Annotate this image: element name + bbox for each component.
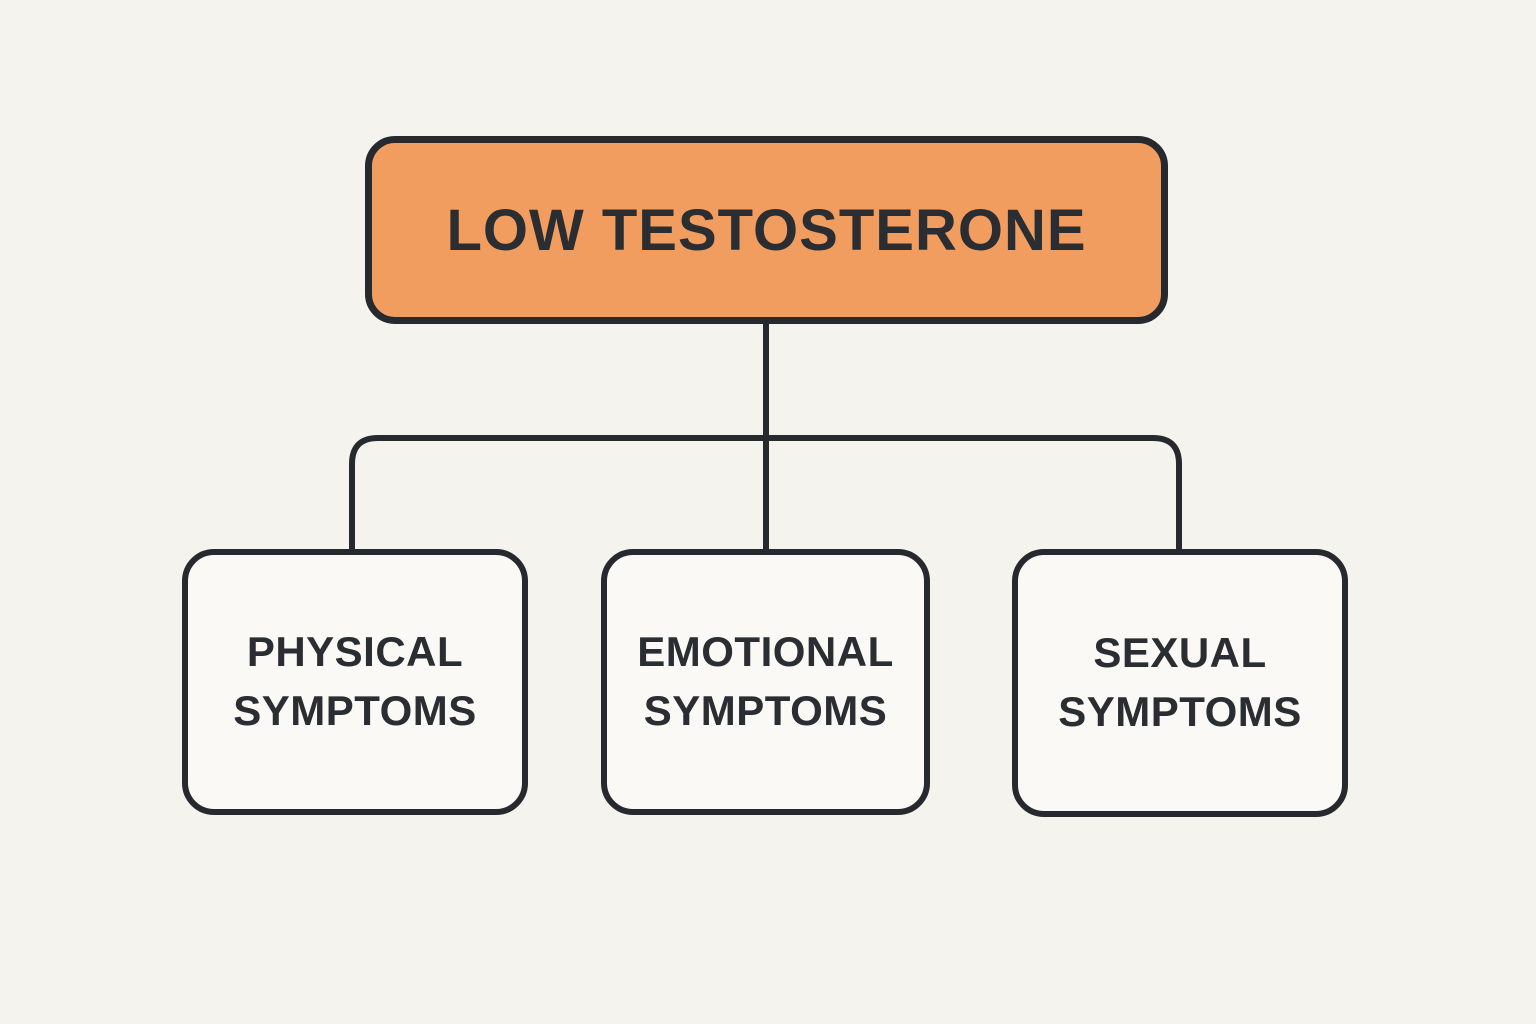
child-node-label: EMOTIONAL SYMPTOMS — [637, 628, 894, 734]
child-node-label: PHYSICAL SYMPTOMS — [233, 628, 477, 734]
connector-rail — [349, 435, 1182, 552]
root-node-low-testosterone: LOW TESTOSTERONE — [365, 136, 1168, 324]
child-node-emotional-symptoms: EMOTIONAL SYMPTOMS — [601, 549, 930, 815]
child-node-physical-symptoms: PHYSICAL SYMPTOMS — [182, 549, 528, 815]
root-node-label: LOW TESTOSTERONE — [446, 197, 1087, 263]
child-node-label: SEXUAL SYMPTOMS — [1058, 629, 1302, 735]
child-node-sexual-symptoms: SEXUAL SYMPTOMS — [1012, 549, 1348, 817]
